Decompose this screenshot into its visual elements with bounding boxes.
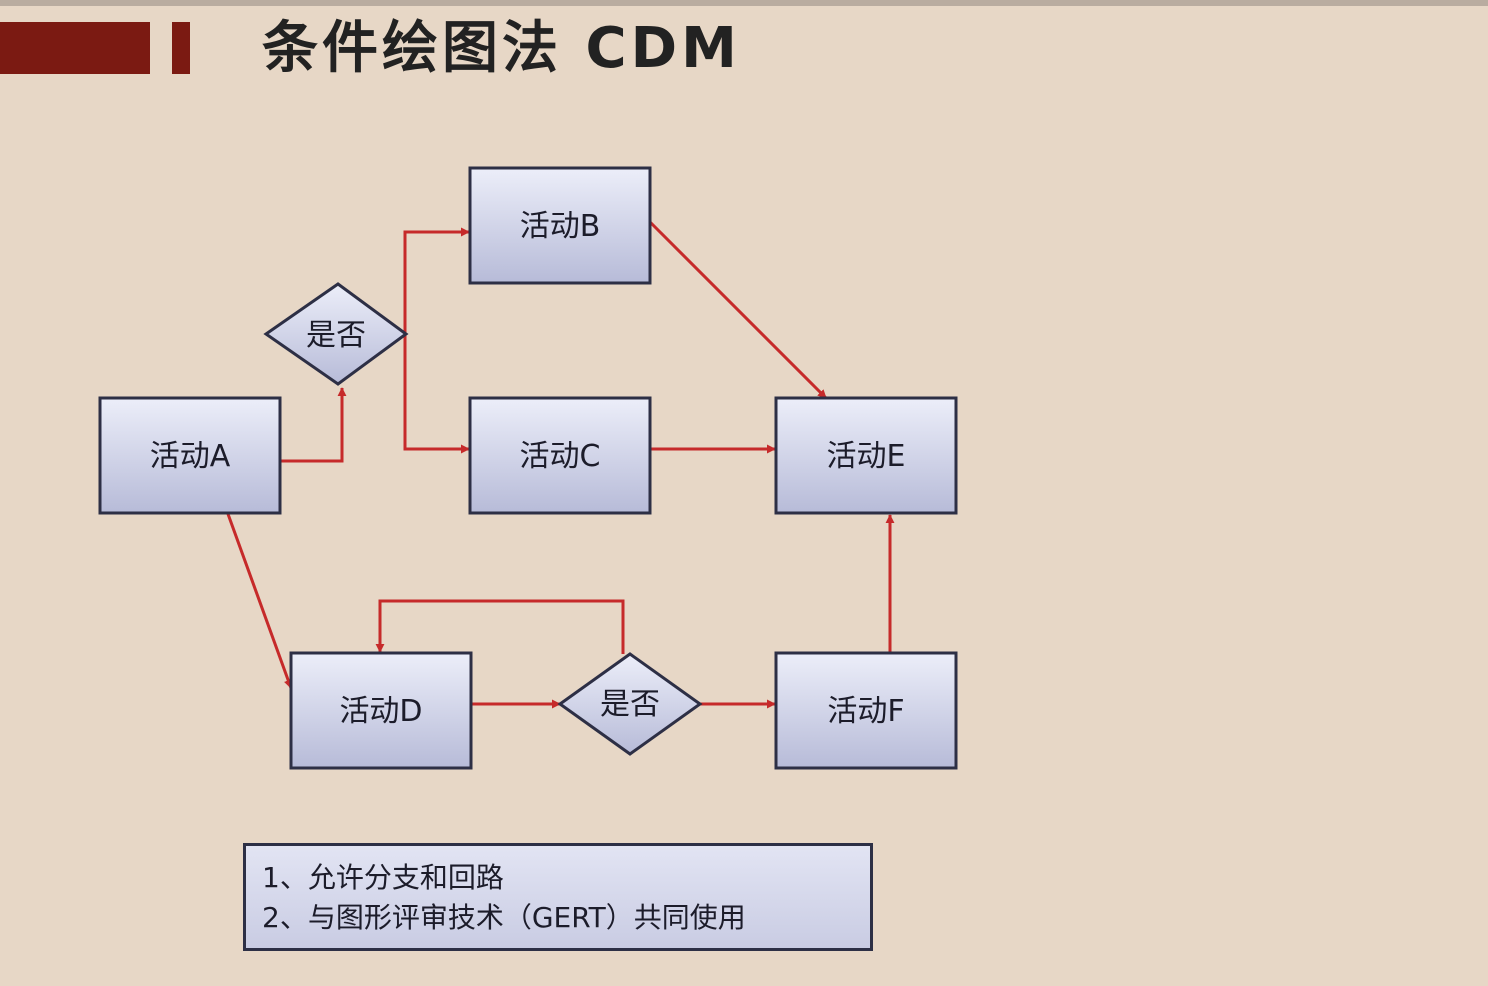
activity-e-label: 活动E bbox=[827, 439, 906, 474]
activity-node-e: 活动E bbox=[774, 396, 958, 515]
note-line-1: 1、允许分支和回路 bbox=[262, 861, 504, 894]
activity-node-f: 活动F bbox=[774, 651, 958, 770]
arrow-b-to-e bbox=[648, 220, 828, 400]
activity-node-a: 活动A bbox=[98, 396, 282, 515]
arrow-decision1-to-b bbox=[403, 227, 470, 333]
arrow-a-to-d bbox=[226, 513, 293, 689]
decision-2-label: 是否 bbox=[600, 687, 660, 722]
title-accent-stripe bbox=[172, 22, 190, 74]
decision-node-1: 是否 bbox=[263, 282, 409, 386]
activity-d-label: 活动D bbox=[339, 694, 422, 729]
arrow-a-to-decision1 bbox=[280, 387, 347, 463]
activity-f-label: 活动F bbox=[827, 694, 904, 729]
activity-a-label: 活动A bbox=[150, 439, 231, 474]
note-line-2: 2、与图形评审技术（GERT）共同使用 bbox=[262, 901, 746, 934]
activity-node-b: 活动B bbox=[468, 166, 652, 285]
decision-1-label: 是否 bbox=[306, 318, 366, 353]
activity-c-label: 活动C bbox=[520, 439, 601, 474]
activity-b-label: 活动B bbox=[520, 209, 601, 244]
decision-node-2: 是否 bbox=[557, 652, 703, 756]
activity-node-c: 活动C bbox=[468, 396, 652, 515]
activity-node-d: 活动D bbox=[289, 651, 473, 770]
title-accent-bar bbox=[0, 22, 150, 74]
top-border bbox=[0, 0, 1488, 6]
notes-box: 1、允许分支和回路 2、与图形评审技术（GERT）共同使用 bbox=[243, 843, 873, 951]
arrow-decision2-loop-to-d bbox=[375, 599, 625, 654]
slide-title: 条件绘图法 CDM bbox=[262, 16, 741, 81]
arrow-decision1-to-c bbox=[403, 333, 470, 454]
